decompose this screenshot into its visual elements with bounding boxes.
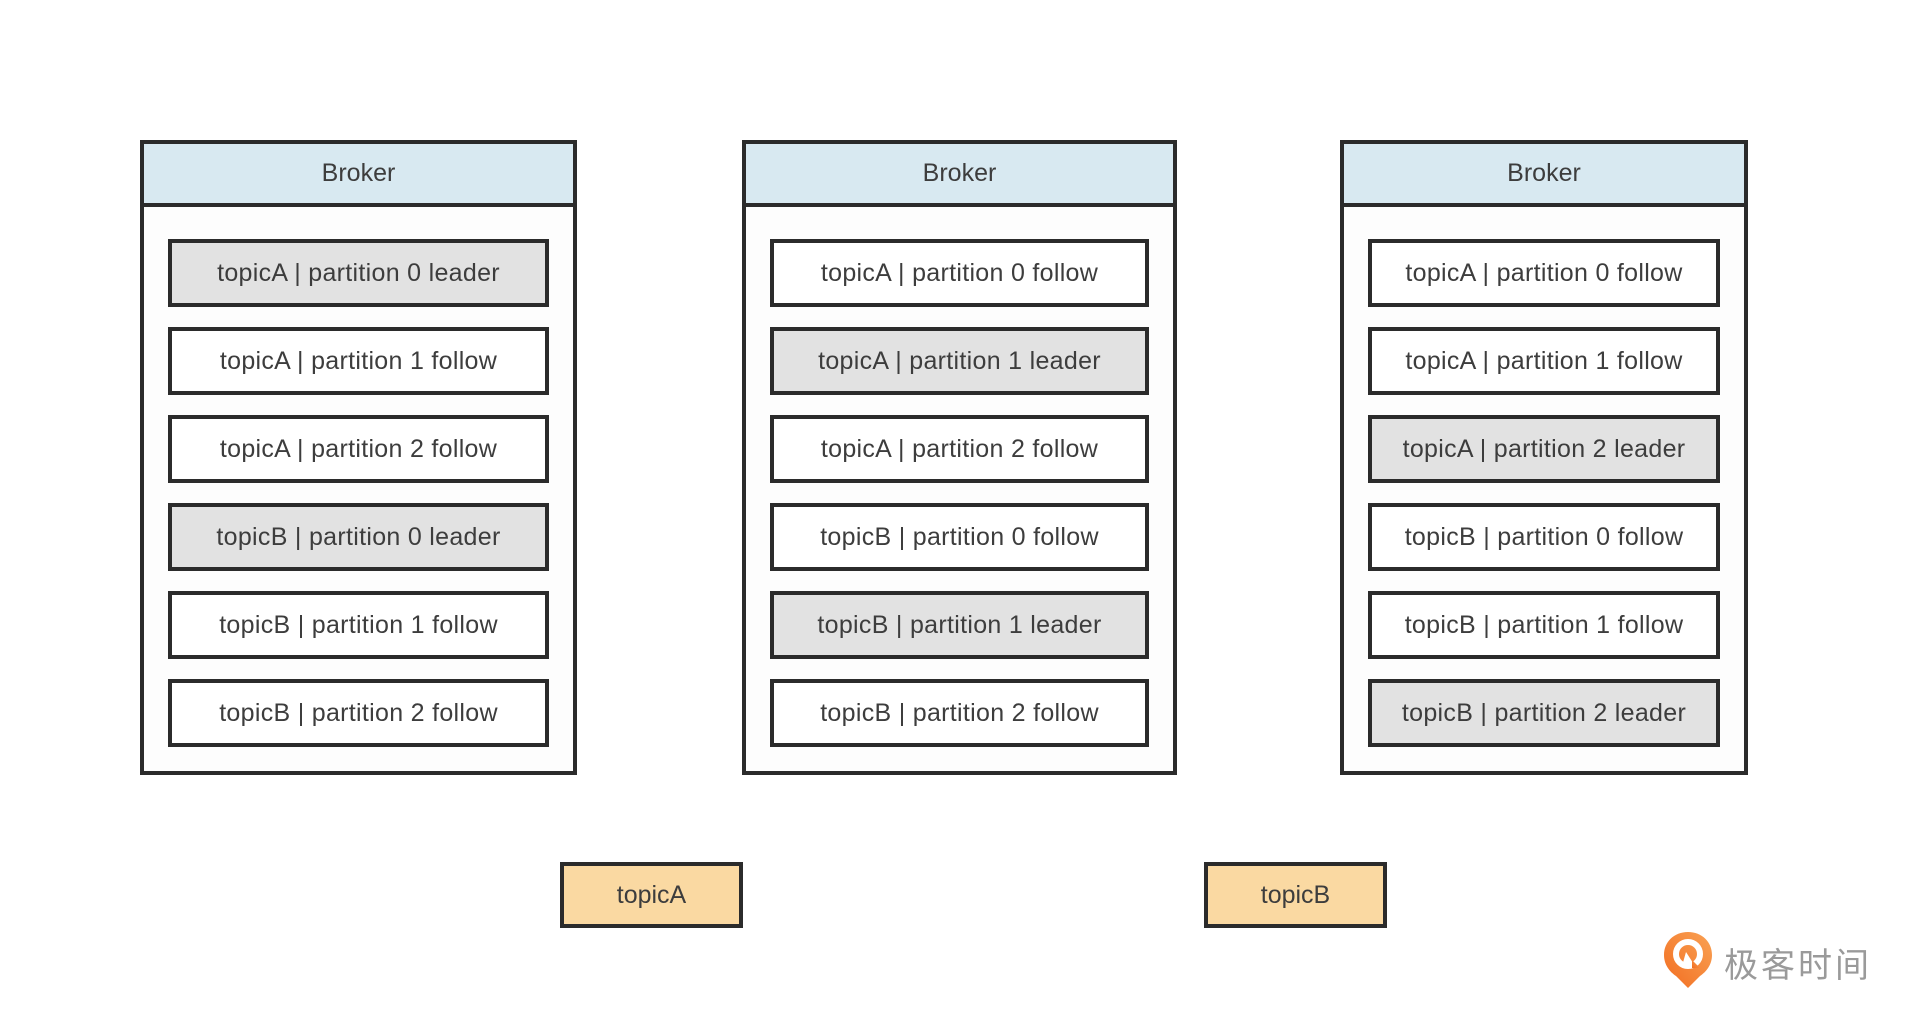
partition-row-leader: topicB | partition 1 leader (770, 591, 1149, 659)
partition-label: topicA | partition 1 leader (818, 346, 1101, 375)
partition-label: topicB | partition 0 follow (820, 522, 1099, 551)
broker-title: Broker (922, 159, 997, 187)
partition-row-follow: topicB | partition 0 follow (770, 503, 1149, 571)
partition-label: topicA | partition 1 follow (219, 346, 498, 375)
partition-label: topicA | partition 2 follow (820, 434, 1099, 463)
partition-row-follow: topicA | partition 2 follow (168, 415, 549, 483)
broker-header: Broker (144, 144, 573, 207)
partition-label: topicA | partition 1 follow (1405, 346, 1683, 375)
partition-row-leader: topicA | partition 2 leader (1368, 415, 1720, 483)
partition-row-leader: topicA | partition 1 leader (770, 327, 1149, 395)
broker-box-2: Broker topicA | partition 0 follow topic… (1340, 140, 1748, 775)
partition-row-follow: topicA | partition 0 follow (1368, 239, 1720, 307)
partition-row-leader: topicB | partition 2 leader (1368, 679, 1720, 747)
partition-label: topicB | partition 2 leader (1401, 698, 1687, 727)
broker-box-1: Broker topicA | partition 0 follow topic… (742, 140, 1177, 775)
broker-box-0: Broker topicA | partition 0 leader topic… (140, 140, 577, 775)
partition-row-follow: topicB | partition 2 follow (168, 679, 549, 747)
partition-row-follow: topicA | partition 0 follow (770, 239, 1149, 307)
partition-row-follow: topicB | partition 1 follow (1368, 591, 1720, 659)
partition-row-follow: topicA | partition 1 follow (1368, 327, 1720, 395)
broker-title: Broker (321, 159, 396, 187)
broker-body: topicA | partition 0 leader topicA | par… (144, 207, 573, 747)
partition-label: topicB | partition 1 leader (817, 610, 1102, 639)
geektime-logo-text: 极客时间 (1724, 947, 1872, 985)
partition-label: topicB | partition 1 follow (219, 610, 498, 639)
partition-row-follow: topicB | partition 1 follow (168, 591, 549, 659)
broker-body: topicA | partition 0 follow topicA | par… (1344, 207, 1744, 747)
partition-label: topicA | partition 2 follow (219, 434, 498, 463)
partition-label: topicA | partition 2 leader (1402, 434, 1686, 463)
partition-label: topicB | partition 0 leader (216, 522, 501, 551)
partition-row-follow: topicA | partition 1 follow (168, 327, 549, 395)
partition-row-leader: topicB | partition 0 leader (168, 503, 549, 571)
partition-label: topicB | partition 2 follow (219, 698, 498, 727)
partition-row-leader: topicA | partition 0 leader (168, 239, 549, 307)
partition-label: topicA | partition 0 follow (820, 258, 1099, 287)
partition-label: topicB | partition 0 follow (1404, 522, 1684, 551)
topic-label: topicA (616, 880, 687, 909)
topic-label: topicB (1260, 880, 1331, 909)
partition-label: topicA | partition 0 leader (217, 258, 500, 287)
partition-row-follow: topicA | partition 2 follow (770, 415, 1149, 483)
geektime-pin-icon (1662, 930, 1714, 995)
partition-row-follow: topicB | partition 2 follow (770, 679, 1149, 747)
broker-header: Broker (746, 144, 1173, 207)
topic-badge-1: topicB (1204, 862, 1387, 928)
partition-row-follow: topicB | partition 0 follow (1368, 503, 1720, 571)
geektime-logo: 极客时间 (1662, 930, 1872, 995)
partition-label: topicB | partition 1 follow (1404, 610, 1684, 639)
partition-label: topicB | partition 2 follow (820, 698, 1099, 727)
partition-label: topicA | partition 0 follow (1405, 258, 1683, 287)
broker-title: Broker (1507, 159, 1581, 187)
broker-header: Broker (1344, 144, 1744, 207)
topic-badge-0: topicA (560, 862, 743, 928)
broker-body: topicA | partition 0 follow topicA | par… (746, 207, 1173, 747)
